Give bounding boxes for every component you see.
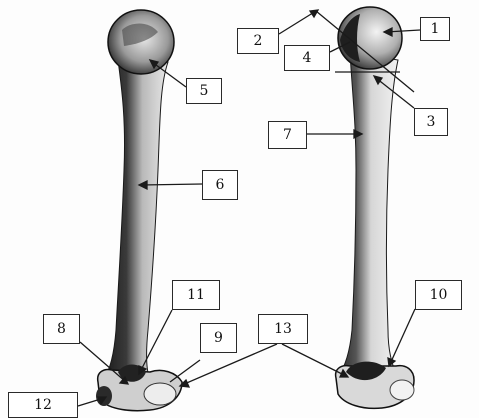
label-box-4: 4	[284, 45, 330, 71]
label-box-10: 10	[415, 280, 462, 310]
label-box-3: 3	[414, 108, 448, 136]
leader-2a	[279, 11, 316, 34]
label-box-2: 2	[237, 28, 279, 54]
right-epicondyle-light	[390, 380, 414, 400]
left-humerus-shaft	[104, 60, 168, 380]
label-box-12: 12	[8, 392, 78, 418]
leader-13b	[282, 344, 346, 376]
label-box-11: 11	[172, 280, 220, 310]
leader-10	[390, 309, 415, 364]
label-box-1: 1	[420, 17, 450, 41]
left-condyle-dark	[96, 386, 112, 406]
right-humerus	[336, 7, 414, 408]
label-box-13: 13	[258, 314, 308, 344]
label-box-9: 9	[200, 323, 237, 353]
label-box-7: 7	[268, 121, 307, 149]
label-box-6: 6	[202, 170, 238, 200]
label-box-8: 8	[43, 314, 80, 344]
left-trochlea	[144, 383, 176, 405]
left-humerus	[96, 10, 182, 411]
label-box-5: 5	[186, 78, 222, 104]
right-humerus-shaft	[338, 52, 398, 378]
